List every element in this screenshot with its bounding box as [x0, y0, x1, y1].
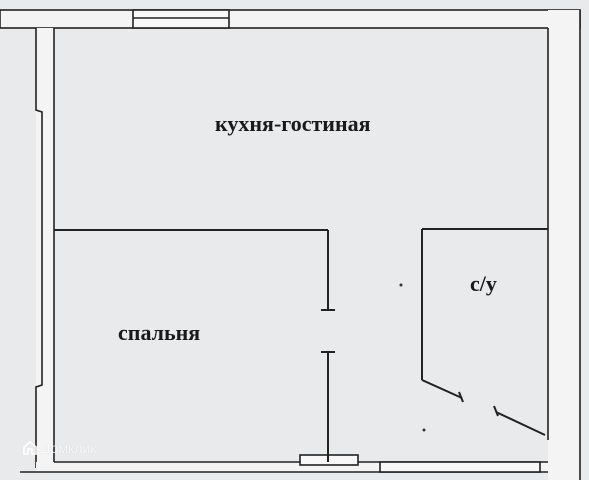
window-bottom-right — [379, 461, 541, 473]
wall-bathroom-diagonal — [421, 379, 463, 399]
watermark-text: Домклик — [41, 440, 97, 456]
room-label-bathroom: с/у — [470, 271, 497, 296]
outer-wall-right — [548, 10, 580, 480]
outer-wall-top — [0, 9, 581, 29]
outer-wall-bottom — [36, 462, 548, 472]
house-logo-icon — [23, 440, 37, 455]
room-label-kitchen: кухня-гостиная — [215, 111, 371, 136]
window-top — [132, 9, 230, 29]
wall-bathroom-diagonal-lower — [495, 411, 546, 436]
room-label-bedroom: спальня — [118, 320, 201, 345]
watermark: Домклик — [22, 440, 96, 456]
outer-wall-left — [36, 28, 54, 468]
